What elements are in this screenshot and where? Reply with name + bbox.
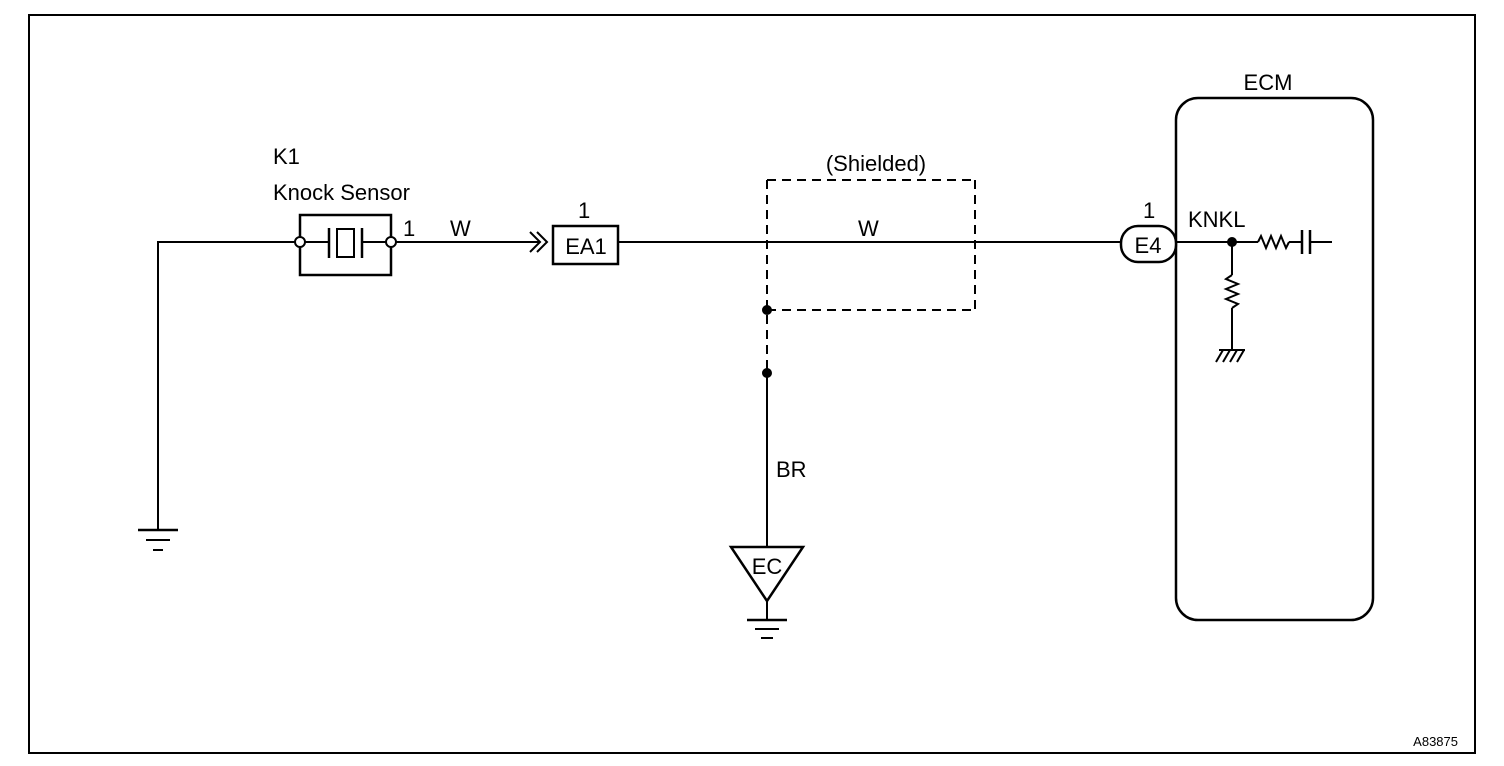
wire-color-label-2: W (858, 216, 879, 241)
ecm-box (1174, 96, 1375, 622)
connector-ea1-pin: 1 (578, 198, 590, 223)
ground-point-ec (728, 545, 806, 639)
knock-sensor-symbol (294, 213, 397, 277)
ecm-internal-circuit (1176, 230, 1332, 363)
shield-junction-dot (762, 305, 772, 315)
figure-id: A83875 (1413, 734, 1458, 749)
connector-ea1 (529, 224, 620, 266)
chassis-ground-left (138, 241, 300, 551)
sensor-name: Knock Sensor (273, 180, 410, 205)
ground-wire-color: BR (776, 457, 807, 482)
shield-label: (Shielded) (826, 151, 926, 176)
shield-box (766, 179, 976, 373)
sensor-pin-number: 1 (403, 216, 415, 241)
connector-ea1-label: EA1 (565, 234, 607, 259)
ground-point-label: EC (752, 554, 783, 579)
connector-e4-label: E4 (1135, 233, 1162, 258)
connector-e4 (1119, 224, 1178, 264)
ecm-signal-label: KNKL (1188, 207, 1245, 232)
sensor-code: K1 (273, 144, 300, 169)
wire-color-label-1: W (450, 216, 471, 241)
connector-e4-pin: 1 (1143, 198, 1155, 223)
diagram-frame (28, 14, 1476, 754)
ecm-label: ECM (1244, 70, 1293, 95)
